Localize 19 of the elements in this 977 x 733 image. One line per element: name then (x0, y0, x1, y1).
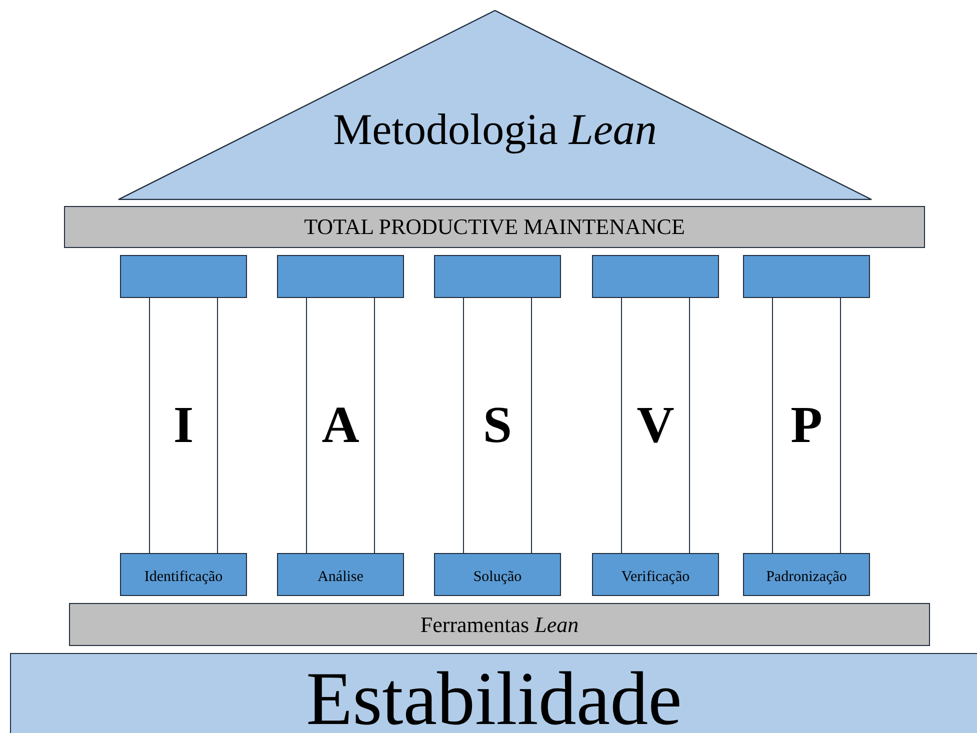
beam-bar: TOTAL PRODUCTIVE MAINTENANCE (64, 206, 925, 248)
pillar-base: Identificação (120, 553, 247, 596)
pillar-shaft: V (621, 298, 690, 553)
capital-block (277, 255, 404, 298)
pillar-base: Análise (277, 553, 404, 596)
capital-block (434, 255, 561, 298)
pillar-base: Solução (434, 553, 561, 596)
beam-bar: Ferramentas Lean (69, 603, 930, 646)
capital-block (743, 255, 870, 298)
foundation-bar: Estabilidade (10, 653, 977, 733)
pillar-shaft: A (306, 298, 375, 553)
pillar-shaft: S (463, 298, 532, 553)
capital-block (120, 255, 247, 298)
roof-title: Metodologia Lean (333, 108, 657, 152)
pillar-shaft: I (149, 298, 218, 553)
pillar-shaft: P (772, 298, 841, 553)
pillar-base: Padronização (743, 553, 870, 596)
pillar-base: Verificação (592, 553, 719, 596)
capital-block (592, 255, 719, 298)
